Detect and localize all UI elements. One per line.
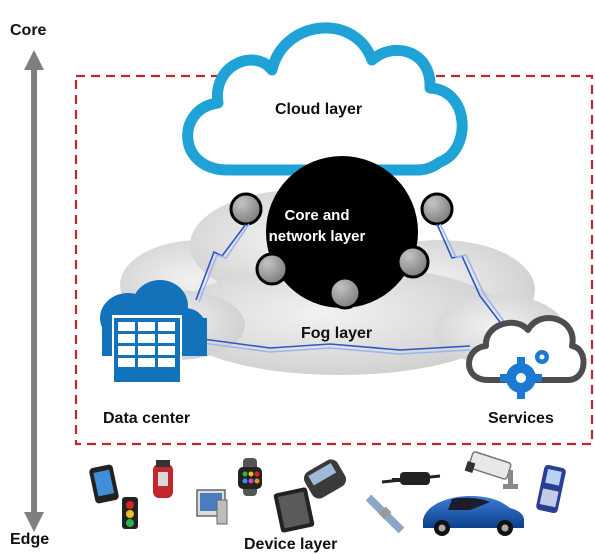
services-label: Services xyxy=(488,410,554,427)
flip-phone-icon xyxy=(536,464,566,514)
network-links xyxy=(194,223,507,355)
device-layer-label: Device layer xyxy=(244,536,338,553)
data-center-icon xyxy=(100,280,207,385)
security-camera-icon xyxy=(464,451,518,489)
core-network-layer xyxy=(229,156,454,310)
traffic-light-icon xyxy=(122,497,138,529)
smartphone-icon xyxy=(89,464,119,504)
cloud-layer-shape xyxy=(182,22,468,176)
tablet-icon xyxy=(273,487,315,533)
core-axis-label: Core xyxy=(10,22,47,39)
satellite-icon xyxy=(365,494,405,534)
core-network-layer-label: Core and network layer xyxy=(268,207,366,245)
car-icon xyxy=(423,496,524,536)
smart-glasses-icon xyxy=(381,472,441,485)
core-edge-arrow xyxy=(24,50,44,532)
cloud-layer-label: Cloud layer xyxy=(275,101,363,118)
blackberry-phone-icon xyxy=(303,459,347,499)
smartwatch-icon xyxy=(238,458,262,496)
services-icon xyxy=(466,315,587,399)
data-center-label: Data center xyxy=(103,410,191,427)
desktop-computer-icon xyxy=(196,489,228,525)
fire-extinguisher-icon xyxy=(153,460,173,498)
edge-axis-label: Edge xyxy=(10,531,50,548)
fog-layer-label: Fog layer xyxy=(301,325,373,342)
